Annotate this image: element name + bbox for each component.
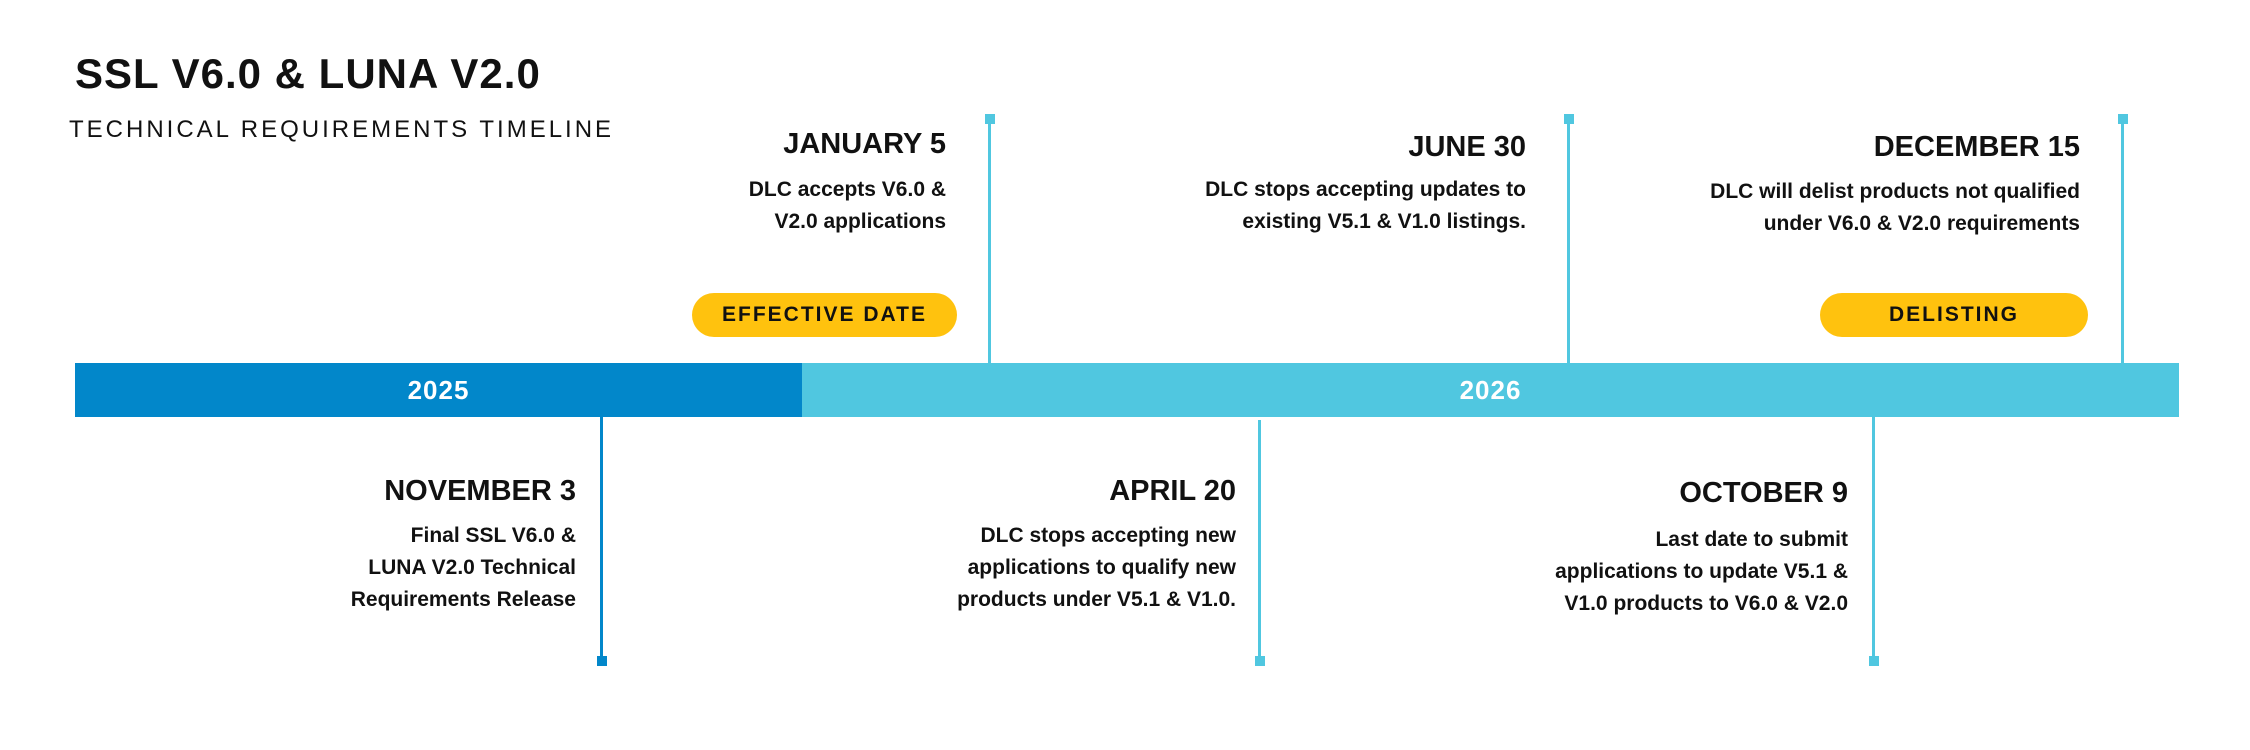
milestone-stem-april: [1258, 420, 1261, 660]
description-line: DLC stops accepting updates to: [1205, 178, 1526, 201]
milestone-marker-april: [1254, 656, 1265, 666]
description-line: DLC will delist products not qualified: [1710, 180, 2080, 203]
page-title: SSL V6.0 & LUNA V2.0: [75, 50, 541, 97]
year-bar-2026: 2026: [802, 363, 2179, 417]
milestone-date-january: JANUARY 5: [783, 128, 946, 160]
milestone-marker-november: [596, 656, 607, 666]
milestone-stem-december: [2121, 118, 2124, 363]
milestone-date-december: DECEMBER 15: [1873, 131, 2080, 163]
milestone-description-december: DLC will delist products not qualified u…: [1710, 176, 2080, 240]
milestone-description-november: Final SSL V6.0 & LUNA V2.0 Technical Req…: [351, 520, 576, 616]
milestone-date-november: NOVEMBER 3: [384, 475, 576, 507]
milestone-description-january: DLC accepts V6.0 & V2.0 applications: [749, 174, 946, 238]
milestone-marker-june: [1563, 114, 1574, 124]
milestone-marker-december: [2117, 114, 2128, 124]
milestone-stem-november: [600, 417, 603, 660]
description-line: applications to qualify new: [967, 556, 1236, 579]
description-line: Requirements Release: [350, 588, 576, 611]
year-bar-2025: 2025: [75, 363, 802, 417]
description-line: DLC accepts V6.0 &: [748, 178, 946, 201]
milestone-date-april: APRIL 20: [1109, 475, 1236, 507]
milestone-date-june: JUNE 30: [1408, 131, 1526, 163]
milestone-marker-october: [1868, 656, 1879, 666]
year-label-2025: 2025: [407, 375, 470, 405]
description-line: Last date to submit: [1655, 528, 1848, 551]
milestone-stem-january: [988, 118, 991, 363]
milestone-stem-october: [1872, 417, 1875, 660]
delisting-badge: DELISTING: [1820, 293, 2088, 337]
milestone-date-october: OCTOBER 9: [1679, 477, 1848, 509]
description-line: Final SSL V6.0 &: [410, 524, 576, 547]
description-line: existing V5.1 & V1.0 listings.: [1242, 210, 1526, 233]
description-line: applications to update V5.1 &: [1555, 560, 1848, 583]
milestone-description-april: DLC stops accepting new applications to …: [957, 520, 1236, 616]
milestone-marker-january: [984, 114, 995, 124]
description-line: V2.0 applications: [774, 210, 946, 233]
page-subtitle: TECHNICAL REQUIREMENTS TIMELINE: [69, 116, 615, 143]
effective-date-badge: EFFECTIVE DATE: [692, 293, 957, 337]
milestone-description-june: DLC stops accepting updates to existing …: [1205, 174, 1526, 238]
milestone-description-october: Last date to submit applications to upda…: [1555, 524, 1848, 620]
description-line: under V6.0 & V2.0 requirements: [1763, 212, 2080, 235]
description-line: LUNA V2.0 Technical: [368, 556, 576, 579]
description-line: products under V5.1 & V1.0.: [957, 588, 1236, 611]
description-line: DLC stops accepting new: [980, 524, 1236, 547]
milestone-stem-june: [1567, 118, 1570, 363]
year-label-2026: 2026: [1459, 375, 1522, 405]
description-line: V1.0 products to V6.0 & V2.0: [1564, 592, 1848, 615]
